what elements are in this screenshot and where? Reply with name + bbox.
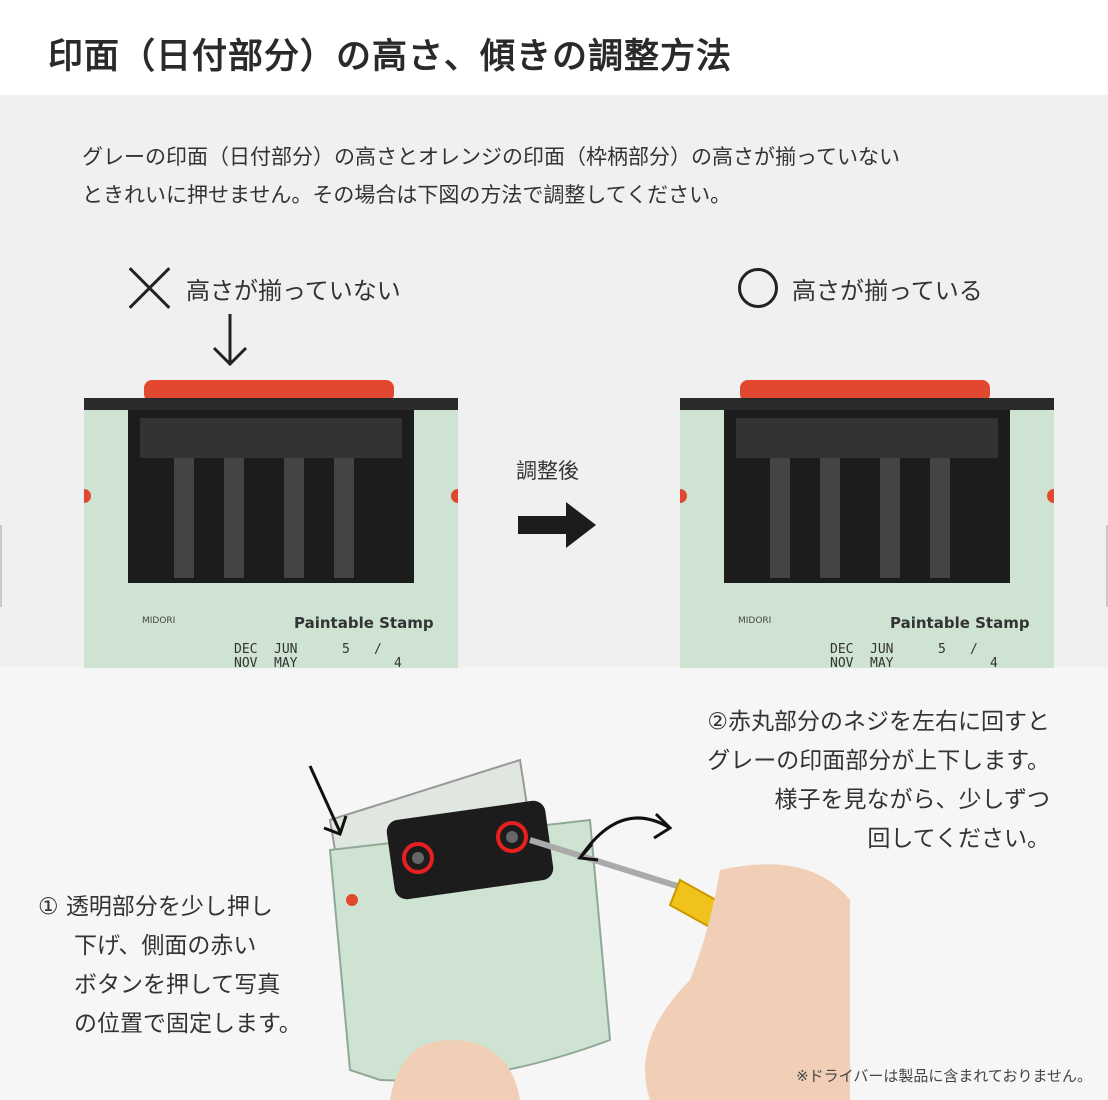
step-2-line-1: ②赤丸部分のネジを左右に回すと bbox=[707, 709, 1050, 735]
before-label-text: 高さが揃っていない bbox=[186, 276, 401, 305]
month-dec: DEC bbox=[830, 642, 853, 657]
digit-slash: / bbox=[970, 642, 978, 657]
intro-line-1: グレーの印面（日付部分）の高さとオレンジの印面（枠柄部分）の高さが揃っていない bbox=[82, 145, 900, 169]
page-title: 印面（日付部分）の高さ、傾きの調整方法 bbox=[48, 37, 733, 77]
digit-5: 5 bbox=[938, 642, 946, 657]
brand-text: MIDORI bbox=[142, 616, 175, 626]
press-down-arrow-icon bbox=[308, 765, 348, 836]
step-1-line-1: ① 透明部分を少し押し bbox=[38, 894, 273, 920]
driver-note: ※ドライバーは製品に含まれておりません。 bbox=[796, 1067, 1092, 1085]
intro-line-2: ときれいに押せません。その場合は下図の方法で調整してください。 bbox=[82, 183, 732, 207]
month-nov: NOV bbox=[234, 656, 258, 668]
product-text: Paintable Stamp bbox=[890, 614, 1030, 632]
after-label-text: 高さが揃っている bbox=[792, 276, 983, 305]
adjust-label: 調整後 bbox=[516, 459, 579, 483]
step-1-line-3: ボタンを押して写真 bbox=[74, 972, 281, 998]
down-arrow-icon bbox=[212, 314, 248, 367]
digit-4: 4 bbox=[990, 656, 998, 668]
stamp-after-image: MIDORI Paintable Stamp DEC JUN NOV MAY 5… bbox=[680, 380, 1054, 668]
product-text: Paintable Stamp bbox=[294, 614, 434, 632]
after-label: 高さが揃っている bbox=[738, 268, 983, 308]
step-1-line-2: 下げ、側面の赤い bbox=[74, 933, 257, 959]
rotate-arrow-icon bbox=[577, 812, 673, 862]
month-dec: DEC bbox=[234, 642, 257, 657]
step-1-line-4: の位置で固定します。 bbox=[74, 1011, 302, 1037]
digit-slash: / bbox=[374, 642, 382, 657]
before-label: 高さが揃っていない bbox=[128, 266, 401, 310]
stamp-before-image: MIDORI Paintable Stamp DEC JUN NOV MAY 5… bbox=[84, 380, 458, 668]
month-may: MAY bbox=[274, 656, 298, 668]
step-1-text: ① 透明部分を少し押し 下げ、側面の赤い ボタンを押して写真 の位置で固定します… bbox=[38, 888, 302, 1044]
month-jun: JUN bbox=[870, 642, 893, 657]
left-edge-line bbox=[0, 525, 2, 607]
screwdriver-adjustment-image bbox=[328, 758, 850, 1100]
right-edge-line bbox=[1106, 525, 1108, 607]
digit-4: 4 bbox=[394, 656, 402, 668]
intro-text: グレーの印面（日付部分）の高さとオレンジの印面（枠柄部分）の高さが揃っていない … bbox=[82, 138, 900, 214]
digit-5: 5 bbox=[342, 642, 350, 657]
month-may: MAY bbox=[870, 656, 894, 668]
circle-mark-icon bbox=[738, 268, 778, 308]
cross-mark-icon bbox=[128, 266, 172, 310]
step-2-line-4: 回してください。 bbox=[867, 826, 1050, 852]
brand-text: MIDORI bbox=[738, 616, 771, 626]
step-2-line-3: 様子を見ながら、少しずつ bbox=[774, 787, 1050, 813]
month-jun: JUN bbox=[274, 642, 297, 657]
month-nov: NOV bbox=[830, 656, 854, 668]
right-arrow-icon bbox=[518, 502, 596, 548]
step-2-text: ②赤丸部分のネジを左右に回すと グレーの印面部分が上下します。 様子を見ながら、… bbox=[707, 703, 1050, 859]
step-2-line-2: グレーの印面部分が上下します。 bbox=[707, 748, 1050, 774]
